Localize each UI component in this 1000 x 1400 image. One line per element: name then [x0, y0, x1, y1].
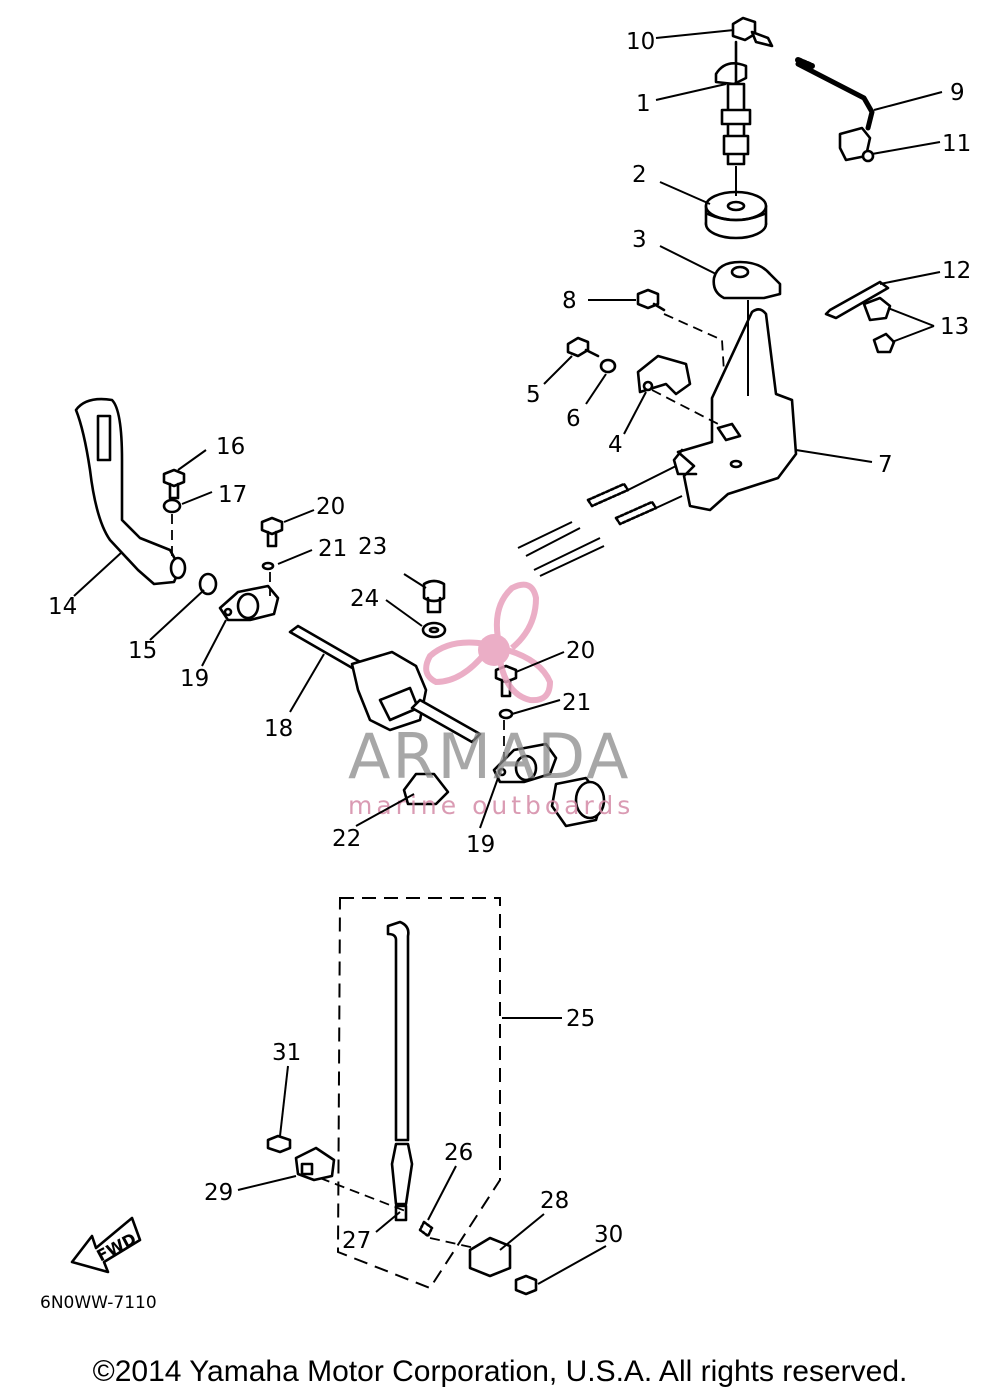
callout-11: 11	[942, 131, 971, 157]
part-2-pulley[interactable]	[704, 190, 768, 240]
part-9-link-rod[interactable]	[795, 57, 875, 131]
part-21-washer-b[interactable]	[498, 708, 514, 720]
callout-4: 4	[608, 432, 623, 458]
copyright-notice: ©2014 Yamaha Motor Corporation, U.S.A. A…	[92, 1355, 908, 1388]
callout-19-left: 19	[180, 666, 209, 692]
callout-5: 5	[526, 382, 541, 408]
part-6-washer[interactable]	[599, 358, 617, 374]
part-1-throttle-shaft[interactable]	[714, 62, 752, 166]
callout-26: 26	[444, 1140, 473, 1166]
part-16-bolt[interactable]	[162, 468, 186, 500]
part-30-bolt[interactable]	[514, 1274, 538, 1296]
callout-19-right: 19	[466, 832, 495, 858]
callout-25: 25	[566, 1006, 595, 1032]
callout-15: 15	[128, 638, 157, 664]
callout-21-right: 21	[562, 690, 591, 716]
shift-rod[interactable]	[386, 920, 414, 1222]
callout-9: 9	[950, 80, 965, 106]
part-8-bolt[interactable]	[636, 288, 666, 312]
part-3-cam[interactable]	[712, 260, 782, 300]
part-18-shaft[interactable]	[288, 624, 482, 744]
leader-lines	[73, 29, 943, 1285]
callout-31: 31	[272, 1040, 301, 1066]
callout-16: 16	[216, 434, 245, 460]
part-26-pin[interactable]	[418, 1220, 434, 1238]
plate-axis-line	[651, 389, 723, 427]
callout-21-top: 21	[318, 536, 347, 562]
part-21-washer-a[interactable]	[261, 561, 275, 571]
callout-2: 2	[632, 162, 647, 188]
part-11-clip[interactable]	[838, 126, 875, 163]
part-31-nut[interactable]	[266, 1134, 292, 1154]
part-12-link-wire[interactable]	[824, 280, 890, 320]
part-28-clip[interactable]	[468, 1236, 512, 1278]
part-20-bolt-a[interactable]	[260, 516, 284, 548]
part-15-o-ring[interactable]	[198, 572, 218, 596]
part-19-collar-right[interactable]	[492, 742, 558, 784]
part-22-plate[interactable]	[402, 772, 450, 806]
part-7-bracket[interactable]	[672, 308, 798, 512]
callout-18: 18	[264, 716, 293, 742]
callout-1: 1	[636, 91, 651, 117]
part-29-clip[interactable]	[294, 1146, 336, 1182]
watermark-brand: ARMADA	[348, 720, 630, 793]
callout-6: 6	[566, 406, 581, 432]
callout-10: 10	[626, 29, 655, 55]
callout-22: 22	[332, 826, 361, 852]
part-23-bolt[interactable]	[422, 579, 446, 614]
callout-24: 24	[350, 586, 379, 612]
part-17-washer[interactable]	[162, 498, 182, 514]
callout-27: 27	[342, 1228, 371, 1254]
part-10-nut[interactable]	[731, 16, 774, 48]
rod-axis-lines	[319, 1177, 485, 1251]
callout-30: 30	[594, 1222, 623, 1248]
callout-13: 13	[940, 314, 969, 340]
bushing[interactable]	[550, 776, 606, 828]
callout-20-top: 20	[316, 494, 345, 520]
diagram-code: 6N0WW-7110	[40, 1293, 157, 1313]
part-5-screw[interactable]	[566, 336, 600, 358]
part-24-washer[interactable]	[421, 621, 447, 639]
callout-20-right: 20	[566, 638, 595, 664]
callout-labels: 10 1 2 3 8 9 11 12 13 5 6 4 7 16 17 20 2…	[48, 29, 971, 1254]
callout-3: 3	[632, 227, 647, 253]
fwd-arrow-icon: FWD	[70, 1216, 142, 1274]
part-14-lever[interactable]	[74, 397, 187, 586]
part-13-joints[interactable]	[862, 296, 896, 354]
throttle-cables[interactable]	[517, 465, 683, 577]
propeller-logo-icon	[423, 581, 554, 704]
part-4-plate[interactable]	[636, 354, 692, 396]
callout-8: 8	[562, 288, 577, 314]
part-19-collar-left[interactable]	[218, 584, 280, 622]
callout-23: 23	[358, 534, 387, 560]
callout-29: 29	[204, 1180, 233, 1206]
callout-17: 17	[218, 482, 247, 508]
part-25-kit-boundary	[336, 897, 501, 1290]
callout-7: 7	[878, 452, 893, 478]
callout-12: 12	[942, 258, 971, 284]
callout-14: 14	[48, 594, 77, 620]
callout-28: 28	[540, 1188, 569, 1214]
